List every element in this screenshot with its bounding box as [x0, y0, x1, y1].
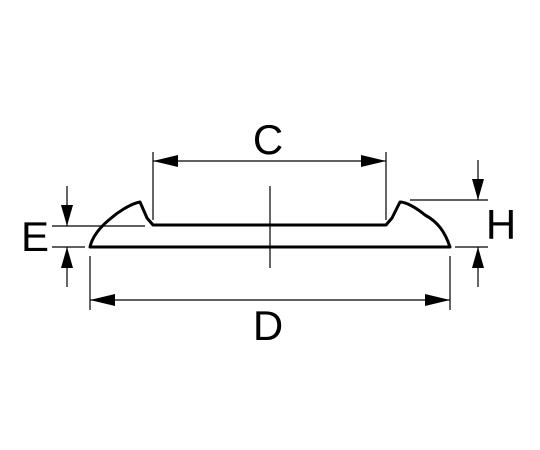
d-arrow-right — [425, 294, 450, 306]
dimension-h: H — [410, 160, 516, 287]
e-arrow-top — [61, 205, 73, 226]
c-arrow-right — [361, 155, 386, 167]
c-arrow-left — [153, 155, 178, 167]
h-arrow-top — [472, 179, 484, 200]
dimension-c: C — [152, 116, 387, 220]
d-arrow-left — [90, 294, 115, 306]
e-label: E — [21, 213, 49, 260]
h-label: H — [486, 201, 516, 248]
washer-profile — [88, 200, 452, 249]
d-label: D — [253, 302, 283, 349]
e-arrow-bottom — [61, 247, 73, 268]
dimension-e: E — [21, 186, 145, 287]
h-arrow-bottom — [472, 247, 484, 268]
dimension-d: D — [89, 256, 451, 349]
c-label: C — [253, 116, 283, 163]
